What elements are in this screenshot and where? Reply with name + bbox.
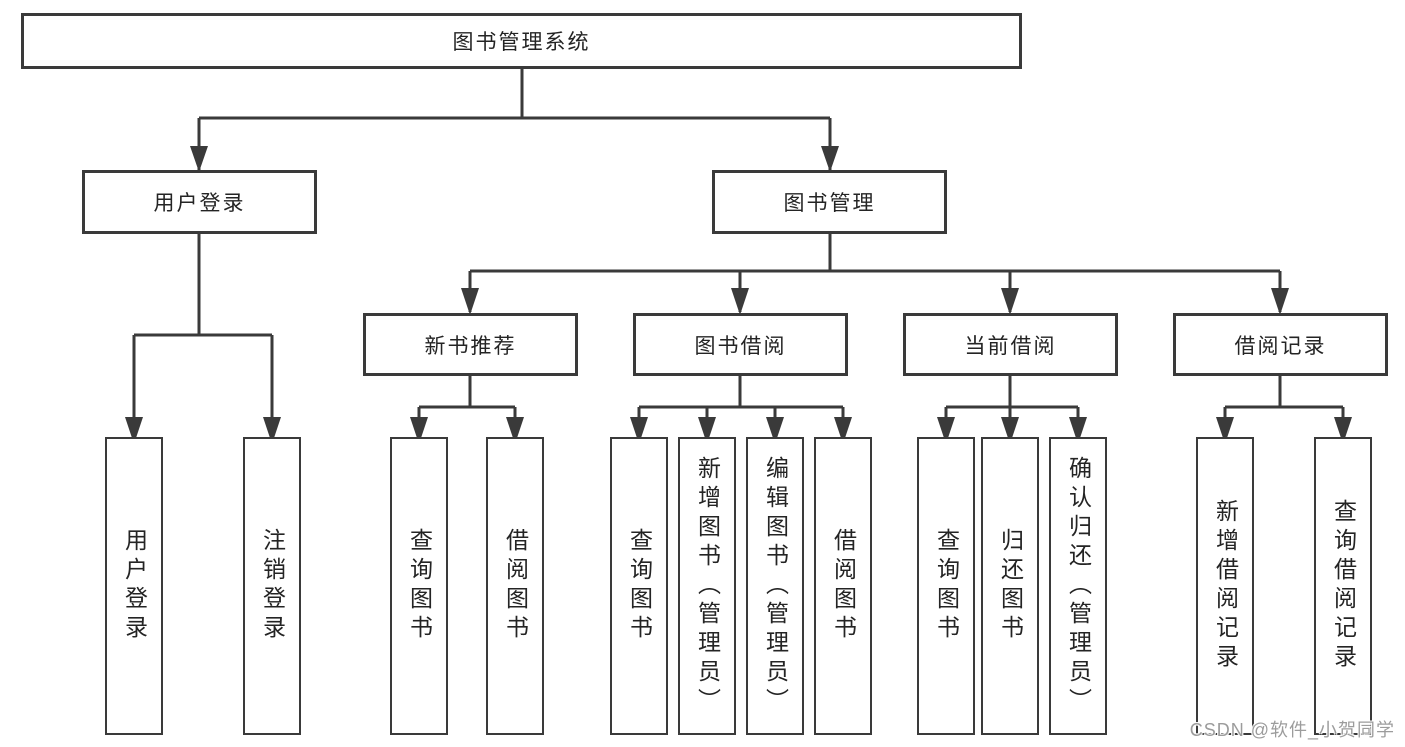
- leaf-newbook-query-books: 查询图书: [390, 437, 448, 735]
- leaf-borrow-add-books-admin: 新增图书（管理员）: [678, 437, 736, 735]
- leaf-current-return-books: 归还图书: [981, 437, 1039, 735]
- node-book-management: 图书管理: [712, 170, 947, 234]
- leaf-record-query-borrow-record: 查询借阅记录: [1314, 437, 1372, 735]
- node-borrow-record: 借阅记录: [1173, 313, 1388, 376]
- node-new-book-recommend: 新书推荐: [363, 313, 578, 376]
- leaf-current-query-books: 查询图书: [917, 437, 975, 735]
- leaf-user-login: 用户登录: [105, 437, 163, 735]
- leaf-logout-login: 注销登录: [243, 437, 301, 735]
- csdn-watermark: CSDN @软件_小贺同学: [1189, 720, 1395, 740]
- leaf-borrow-edit-books-admin: 编辑图书（管理员）: [746, 437, 804, 735]
- node-current-borrow: 当前借阅: [903, 313, 1118, 376]
- arrowheads: [125, 146, 1352, 444]
- leaf-current-confirm-return-admin: 确认归还（管理员）: [1049, 437, 1107, 735]
- node-book-borrow: 图书借阅: [633, 313, 848, 376]
- leaf-borrow-borrow-books: 借阅图书: [814, 437, 872, 735]
- node-user-login: 用户登录: [82, 170, 317, 234]
- node-root-system: 图书管理系统: [21, 13, 1022, 69]
- leaf-record-add-borrow-record: 新增借阅记录: [1196, 437, 1254, 735]
- leaf-newbook-borrow-books: 借阅图书: [486, 437, 544, 735]
- leaf-borrow-query-books: 查询图书: [610, 437, 668, 735]
